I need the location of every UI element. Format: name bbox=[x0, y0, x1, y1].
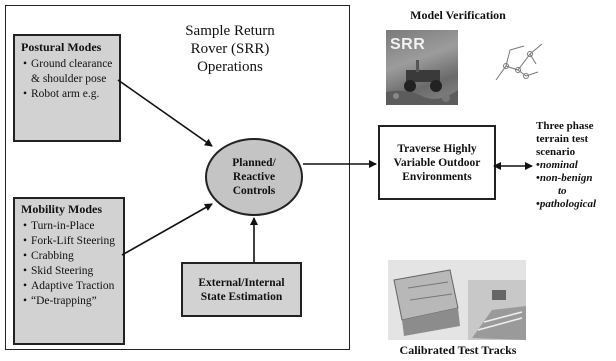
title-line-2: Rover (SRR) bbox=[190, 41, 270, 57]
controls-line-1: Planned/ bbox=[232, 157, 276, 169]
traverse-environments-box: Traverse Highly Variable Outdoor Environ… bbox=[378, 125, 496, 200]
postural-item: Ground clearance & shoulder pose bbox=[21, 57, 113, 87]
scenario-line-1: Three phase bbox=[536, 120, 594, 132]
controls-line-3: Controls bbox=[232, 185, 276, 197]
main-frame bbox=[5, 5, 350, 350]
mobility-item: “De-trapping” bbox=[21, 294, 117, 309]
terrain-scenario-text: Three phase terrain test scenario nomina… bbox=[536, 120, 616, 211]
diagram-title: Sample Return Rover (SRR) Operations bbox=[150, 22, 310, 76]
scenario-line-3: scenario bbox=[536, 146, 576, 158]
scenario-item: non-benign bbox=[536, 172, 616, 185]
postural-modes-list: Ground clearance & shoulder pose Robot a… bbox=[21, 57, 113, 102]
estimation-line-1: External/Internal bbox=[198, 276, 285, 289]
scenario-item: nominal bbox=[536, 159, 616, 172]
scenario-item: to bbox=[558, 185, 567, 197]
scenario-list: nominal non-benign to pathological bbox=[536, 159, 616, 211]
calibrated-test-tracks-title: Calibrated Test Tracks bbox=[399, 343, 517, 357]
traverse-line-3: Environments bbox=[402, 170, 472, 183]
postural-modes-box: Postural Modes Ground clearance & should… bbox=[13, 34, 121, 142]
srr-rover-photo: SRR bbox=[386, 30, 458, 105]
rover-illustration bbox=[386, 60, 458, 105]
wireframe-model-icon bbox=[495, 43, 543, 81]
model-verification-title: Model Verification bbox=[410, 8, 506, 22]
postural-modes-heading: Postural Modes bbox=[21, 40, 102, 54]
arrow-postural-to-controls bbox=[117, 79, 213, 147]
srr-photo-label: SRR bbox=[390, 36, 426, 53]
mobility-modes-list: Turn-in-Place Fork-Lift Steering Crabbin… bbox=[21, 219, 117, 309]
traverse-line-2: Variable Outdoor bbox=[393, 156, 481, 169]
mobility-item: Skid Steering bbox=[21, 264, 117, 279]
mobility-item: Crabbing bbox=[21, 249, 117, 264]
state-estimation-box: External/Internal State Estimation bbox=[181, 262, 302, 317]
controls-line-2: Reactive bbox=[232, 171, 276, 183]
title-line-1: Sample Return bbox=[185, 23, 275, 39]
arrow-mobility-to-controls bbox=[121, 203, 213, 256]
mobility-item: Fork-Lift Steering bbox=[21, 234, 117, 249]
planned-reactive-controls-node: Planned/ Reactive Controls bbox=[205, 138, 303, 216]
estimation-line-2: State Estimation bbox=[200, 290, 283, 303]
mobility-modes-heading: Mobility Modes bbox=[21, 202, 102, 216]
title-line-3: Operations bbox=[197, 59, 263, 75]
scenario-line-2: terrain test bbox=[536, 133, 589, 145]
mobility-item: Turn-in-Place bbox=[21, 219, 117, 234]
mobility-item: Adaptive Traction bbox=[21, 279, 117, 294]
scenario-item: pathological bbox=[536, 198, 616, 211]
traverse-line-1: Traverse Highly bbox=[397, 142, 477, 155]
postural-item: Robot arm e.g. bbox=[21, 87, 113, 102]
test-track-photo bbox=[388, 260, 526, 340]
mobility-modes-box: Mobility Modes Turn-in-Place Fork-Lift S… bbox=[13, 197, 125, 345]
